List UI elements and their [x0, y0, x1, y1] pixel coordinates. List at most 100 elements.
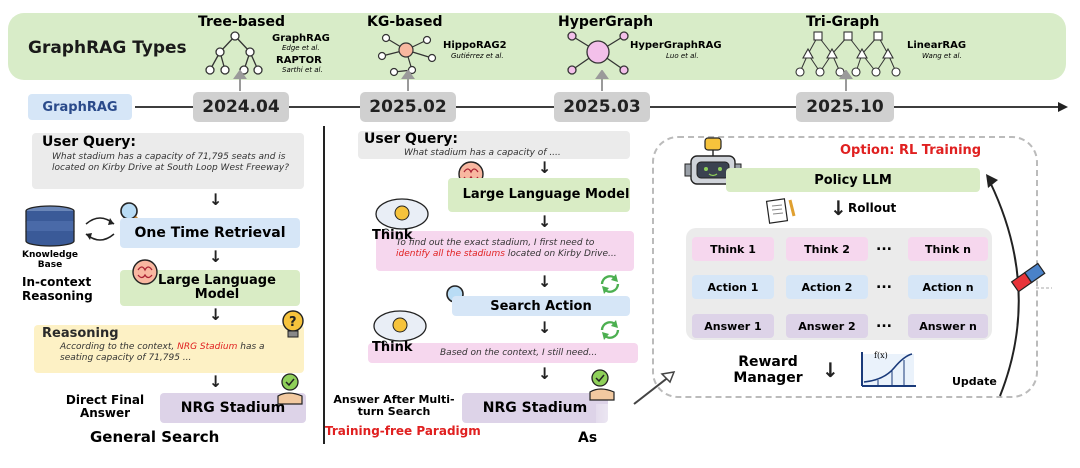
robot-icon	[684, 137, 742, 185]
function-chart-icon	[861, 352, 916, 387]
method-linearrag: LinearRAG	[907, 40, 967, 51]
method-hipporag2: HippoRAG2	[443, 40, 507, 51]
answer-chip: Answer n	[908, 314, 988, 338]
thinking-bubble-icon	[375, 198, 429, 236]
search-action-box: Search Action	[452, 296, 630, 316]
ellipsis: ...	[876, 315, 892, 331]
down-arrow: ↓	[209, 372, 223, 391]
think2-box	[368, 343, 638, 363]
tf-user-query-title: User Query:	[364, 131, 458, 147]
thinking-bubble-icon	[373, 310, 427, 348]
refresh-icon	[600, 320, 620, 340]
eraser-icon	[1010, 262, 1052, 292]
action-chip: Action 1	[692, 275, 774, 299]
think-chip: Think 1	[692, 237, 774, 261]
general-user-query-text: What stadium has a capacity of 71,795 se…	[52, 152, 290, 173]
think1-text-pre: To find out the exact stadium, I first n…	[396, 238, 595, 248]
truncated-label: As	[578, 430, 598, 446]
general-llm-box: Large Language Model	[120, 270, 300, 306]
down-arrow: ↓	[538, 272, 552, 291]
think2-text: Based on the context, I still need...	[440, 348, 598, 358]
think1-text: To find out the exact stadium, I first n…	[396, 238, 628, 260]
timeline-date-2025-03: 2025.03	[554, 92, 650, 122]
direct-final-answer-label: Direct Final Answer	[65, 393, 145, 420]
answer-chip: Answer 1	[692, 314, 774, 338]
tf-user-query-box	[358, 131, 630, 159]
graphrag-types-title: GraphRAG Types	[28, 38, 187, 58]
reasoning-text-post: has a seating capacity of 71,795 ...	[60, 342, 265, 363]
tf-llm-box: Large Language Model	[448, 178, 630, 212]
one-time-retrieval-box: One Time Retrieval	[120, 218, 300, 248]
cite-edge: Edge et al.	[282, 44, 320, 52]
reasoning-highlight: NRG Stadium	[177, 342, 238, 352]
cycle-arrows-icon	[85, 217, 115, 241]
reasoning-text: According to the context, NRG Stadium ha…	[60, 342, 300, 364]
down-arrow: ↓	[830, 196, 847, 220]
method-raptor: RAPTOR	[276, 55, 322, 66]
timeline-date-2025-10: 2025.10	[796, 92, 894, 122]
general-user-query-box	[32, 133, 304, 189]
policy-llm-box: Policy LLM	[726, 168, 980, 192]
down-arrow: ↓	[538, 318, 552, 337]
in-context-reasoning-label: In-context Reasoning	[22, 275, 93, 303]
think2-title: Think	[372, 340, 413, 355]
answer-after-label: Answer After Multi-turn Search	[333, 393, 455, 418]
timeline-axis	[135, 102, 1068, 112]
cite-sarthi: Sarthi et al.	[282, 66, 323, 74]
type-up-arrows	[233, 70, 853, 91]
think1-title: Think	[372, 228, 413, 243]
type-label-trigraph: Tri-Graph	[806, 14, 880, 30]
panel-divider	[323, 126, 325, 444]
rollout-label: Rollout	[848, 201, 897, 215]
down-arrow: ↓	[538, 212, 552, 231]
fx-label: f(x)	[874, 351, 888, 360]
reward-manager-label: Reward Manager	[733, 354, 803, 386]
think-chip: Think 2	[786, 237, 868, 261]
action-chip: Action n	[908, 275, 988, 299]
think1-text-post: located on Kirby Drive...	[507, 249, 617, 259]
type-label-hypergraph: HyperGraph	[558, 14, 654, 30]
think1-highlight: identify all the stadiums	[396, 249, 505, 259]
training-free-caption: Training-free Paradigm	[325, 424, 481, 438]
think-chip: Think n	[908, 237, 988, 261]
general-search-caption: General Search	[90, 428, 220, 446]
reasoning-text-pre: According to the context,	[60, 342, 175, 352]
tree-graph-icon	[205, 31, 263, 75]
tf-user-query-text: What stadium has a capacity of ....	[404, 148, 561, 158]
tf-answer-box: NRG Stadium	[462, 393, 608, 423]
knowledge-base-label: Knowledge Base	[21, 250, 79, 270]
type-label-tree: Tree-based	[198, 14, 286, 30]
fade-overlay	[596, 404, 680, 468]
general-user-query-title: User Query:	[42, 134, 136, 150]
think1-box	[376, 231, 634, 271]
hand-check-icon	[277, 373, 303, 405]
refresh-icon	[600, 274, 620, 294]
timeline-date-2024-04: 2024.04	[193, 92, 289, 122]
database-icon	[25, 205, 75, 247]
reasoning-title: Reasoning	[42, 326, 119, 341]
down-arrow: ↓	[209, 190, 223, 209]
rl-option-title: Option: RL Training	[840, 143, 982, 158]
cite-wang: Wang et al.	[922, 52, 962, 60]
brain-icon	[132, 259, 158, 285]
kg-graph-icon	[377, 33, 437, 77]
lightbulb-icon: ?	[282, 310, 304, 338]
down-arrow: ↓	[209, 247, 223, 266]
cite-gutierrez: Gutiérrez et al.	[451, 52, 504, 60]
trigraph-icon	[795, 31, 901, 77]
update-label: Update	[952, 375, 997, 388]
cite-luo: Luo et al.	[666, 52, 699, 60]
svg-text:?: ?	[289, 315, 297, 330]
ellipsis: ...	[876, 238, 892, 254]
type-label-kg: KG-based	[367, 14, 443, 30]
graphrag-types-band	[8, 13, 1066, 80]
ellipsis: ...	[876, 276, 892, 292]
down-arrow: ↓	[822, 358, 839, 382]
down-arrow: ↓	[538, 158, 552, 177]
timeline-date-2025-02: 2025.02	[360, 92, 456, 122]
reasoning-box	[34, 325, 304, 373]
answer-chip: Answer 2	[786, 314, 868, 338]
method-graphrag: GraphRAG	[272, 33, 330, 44]
down-arrow: ↓	[209, 305, 223, 324]
method-hypergraphrag: HyperGraphRAG	[630, 40, 722, 51]
